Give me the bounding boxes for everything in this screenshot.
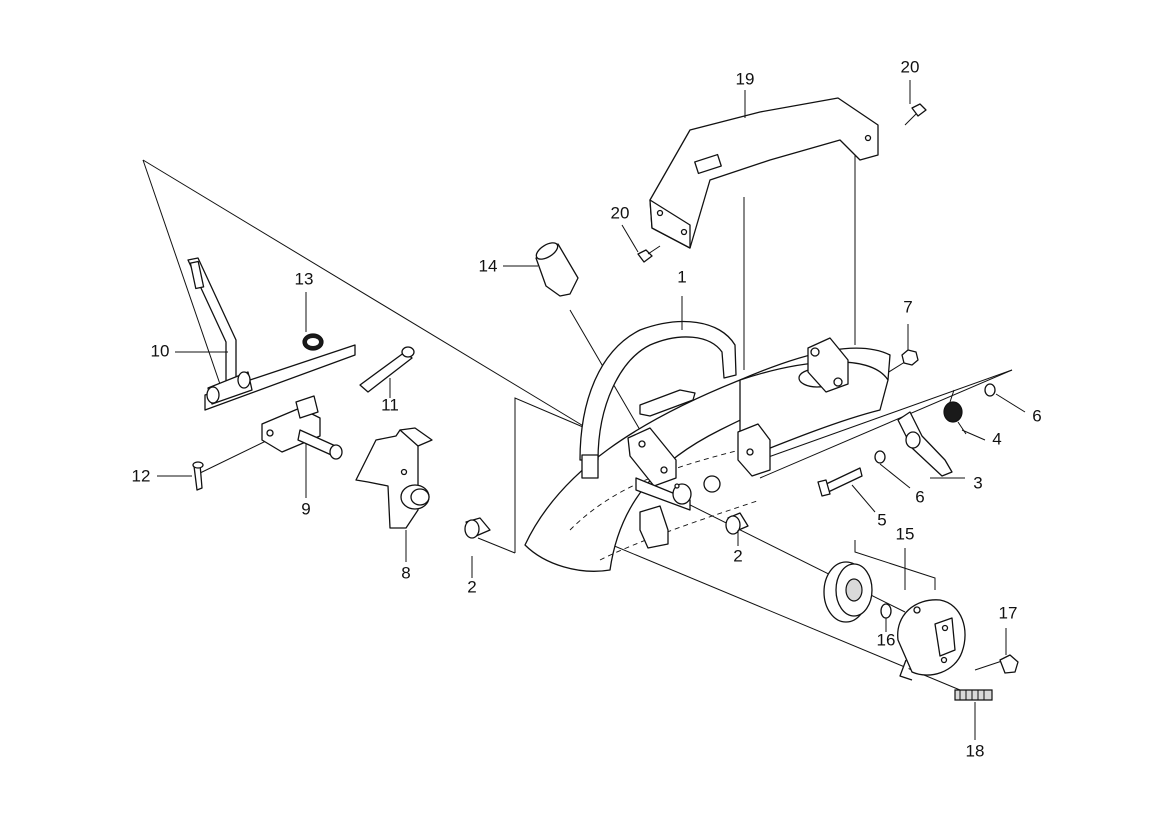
callout-10: 10 [151,341,170,360]
part-12-cotter-pin [192,461,204,491]
callout-19: 19 [736,69,755,88]
part-6-washer-right [984,383,996,397]
callout-16: 16 [877,630,896,649]
part-2-bushing-center [725,512,749,535]
callout-8: 8 [401,563,410,582]
part-9-shaft-bracket [261,395,343,460]
part-16-o-ring [880,603,892,619]
part-5-bolt [817,467,863,497]
callout-18: 18 [966,741,985,760]
callout-2: 2 [733,546,742,565]
part-20-screw-top [904,103,927,126]
part-14-handle-grip [535,242,579,297]
callout-4: 4 [992,429,1001,448]
part-2-bushing-left [464,517,491,539]
callout-leaders [157,80,1026,740]
part-17-screw [999,654,1019,674]
callout-6: 6 [915,487,924,506]
part-10-lever [187,257,356,411]
part-15-pulley [823,561,873,623]
callout-3: 3 [973,473,982,492]
part-13-torsion-spring [302,333,324,351]
part-2-bushing-upper [703,475,721,493]
callout-20: 20 [611,203,630,222]
callout-5: 5 [877,510,886,529]
callout-6: 6 [1032,406,1041,425]
callout-17: 17 [999,603,1018,622]
callout-14: 14 [479,256,498,275]
part-15-brake-housing [897,599,966,681]
part-7-nut [901,349,919,366]
callout-9: 9 [301,499,310,518]
callout-labels: 1 2 2 3 4 5 6 6 7 8 9 10 11 12 13 14 15 … [132,57,1042,760]
callout-15: 15 [896,524,915,543]
callout-11: 11 [381,395,399,414]
part-3-lever-arm [897,411,953,477]
callout-20: 20 [901,57,920,76]
part-18-extension-spring [954,689,993,701]
part-4-spring [943,389,967,435]
part-19-cover-bracket [649,97,879,249]
callout-12: 12 [132,466,151,485]
callout-1: 1 [677,267,686,286]
callout-2: 2 [467,577,476,596]
part-6-washer-center [874,450,886,464]
part-1-main-guard [524,320,891,572]
part-11-clevis-pin [359,346,415,393]
part-8-mounting-plate [355,427,433,529]
part-20-screw-left [637,245,661,263]
callout-13: 13 [295,269,314,288]
drive-shaft [635,477,692,511]
callout-7: 7 [903,297,912,316]
